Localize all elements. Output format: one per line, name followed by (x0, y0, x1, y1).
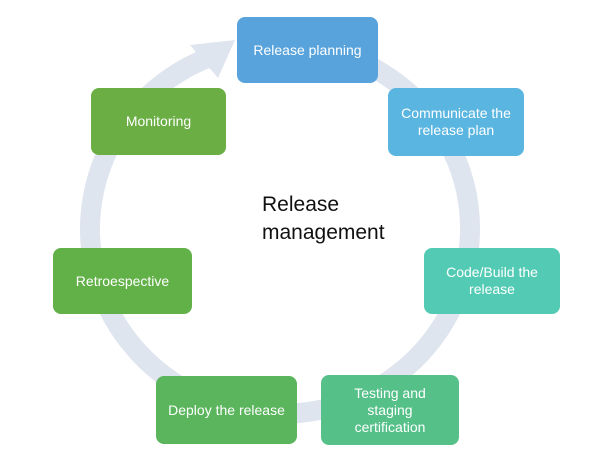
step-label: Code/Build the release (446, 264, 538, 297)
step-release-planning: Release planning (237, 17, 378, 83)
step-label: Deploy the release (168, 401, 285, 418)
step-label: Communicate the release plan (401, 105, 511, 138)
step-retrospective: Retroespective (53, 248, 192, 314)
step-label: Monitoring (125, 113, 192, 129)
step-code-build-release: Code/Build the release (424, 248, 560, 314)
step-testing-staging-certification: Testing and staging certification (321, 375, 459, 445)
step-deploy-release: Deploy the release (156, 376, 297, 444)
step-communicate-release-plan: Communicate the release plan (388, 88, 524, 156)
step-label: Release planning (253, 41, 362, 58)
step-monitoring: Monitoring (91, 88, 226, 155)
step-label: Testing and staging certification (354, 384, 426, 435)
step-label: Retroespective (75, 272, 170, 289)
diagram-title: Release management (262, 193, 385, 244)
